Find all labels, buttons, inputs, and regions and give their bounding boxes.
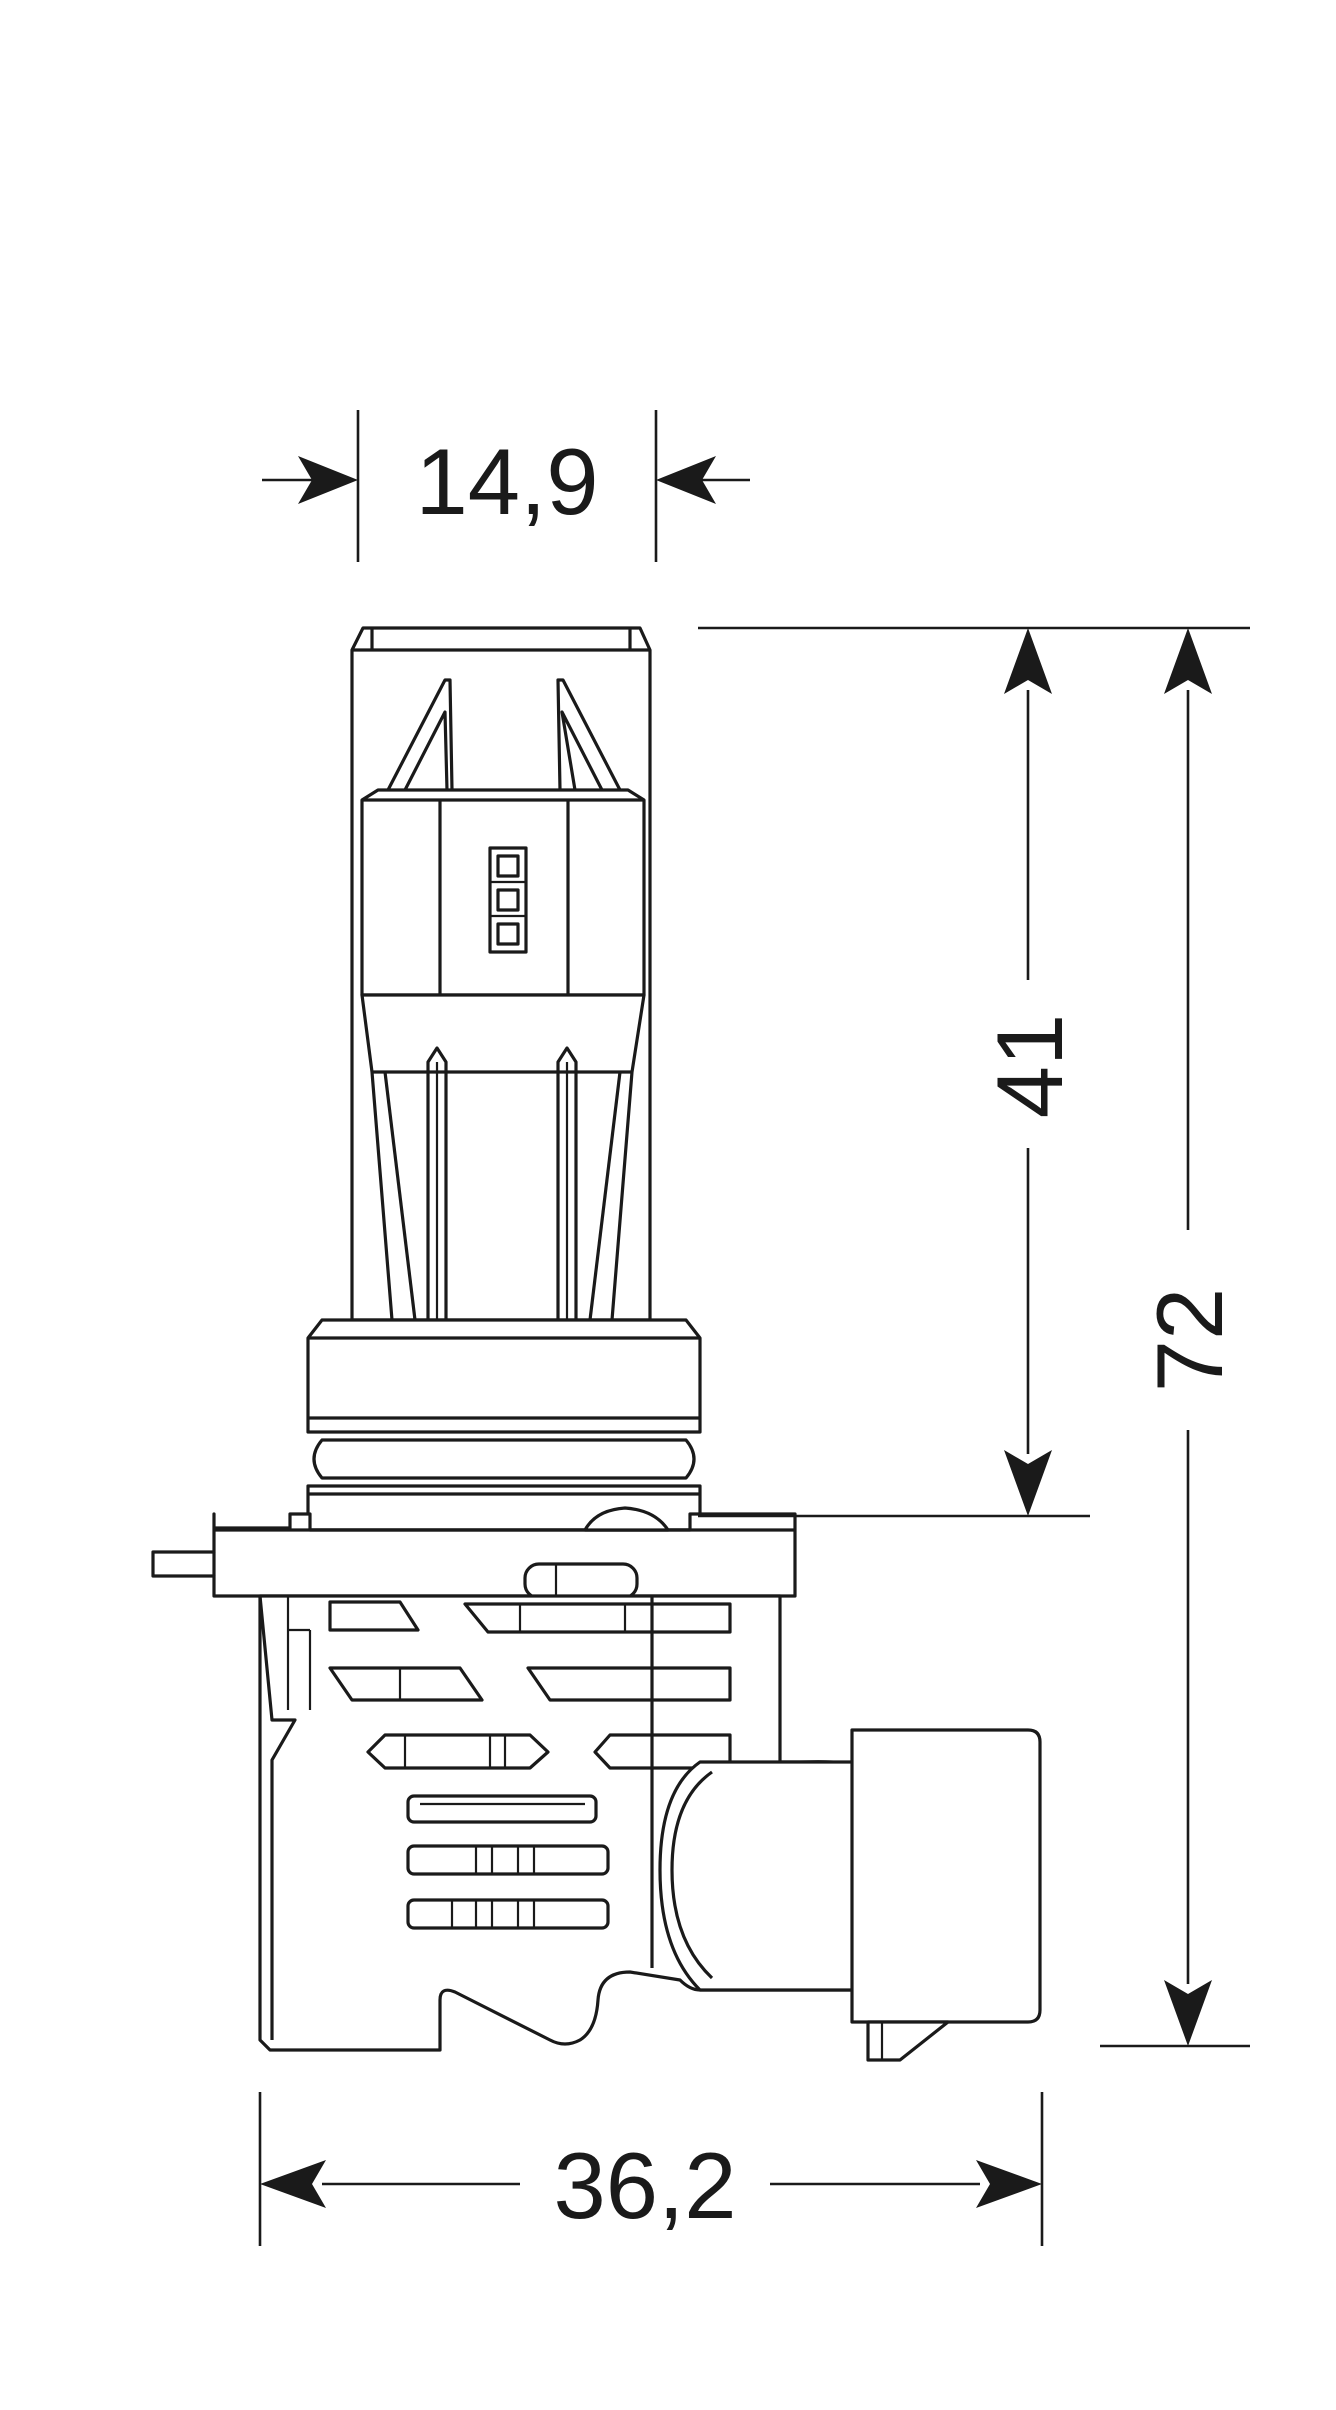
collar: [306, 1318, 702, 1532]
led-body: [360, 788, 646, 997]
led-head: [350, 626, 652, 1322]
vent-slot-1a: [328, 1600, 420, 1632]
dim-total-height: 72: [1100, 628, 1250, 2048]
connector-latch: [866, 2020, 950, 2062]
vent-slot-2a: [328, 1666, 484, 1702]
vent-slot-5: [406, 1844, 610, 1876]
vent-slot-3b: [593, 1733, 732, 1770]
dim-head-width: 14,9: [262, 410, 750, 562]
key-tab: [523, 1562, 639, 1600]
lower-prong-right: [556, 1046, 578, 1320]
dim-head-height-label: 41: [977, 1014, 1082, 1119]
vent-slot-3a: [366, 1733, 550, 1770]
vent-slot-4: [406, 1794, 598, 1824]
dim-total-height-label: 72: [1137, 1288, 1242, 1393]
vent-slot-1b: [463, 1602, 732, 1634]
led-lower-body: [360, 993, 646, 1322]
vent-slot-6: [406, 1898, 610, 1930]
connector-plug: [850, 1728, 1042, 2024]
clip-prong-left: [386, 678, 454, 791]
dim-head-height: 41: [698, 626, 1250, 1518]
clip-prong-right: [556, 678, 622, 791]
base-housing: [151, 1506, 1042, 2062]
dim-total-width-label: 36,2: [554, 2133, 737, 2238]
dim-head-width-label: 14,9: [416, 429, 599, 534]
o-ring: [312, 1438, 696, 1480]
vent-slot-2b: [526, 1666, 732, 1702]
led-chip: [488, 846, 528, 954]
connector-neck: [658, 1760, 862, 1992]
dim-total-width: 36,2: [258, 2092, 1044, 2246]
lower-prong-left: [426, 1046, 448, 1320]
